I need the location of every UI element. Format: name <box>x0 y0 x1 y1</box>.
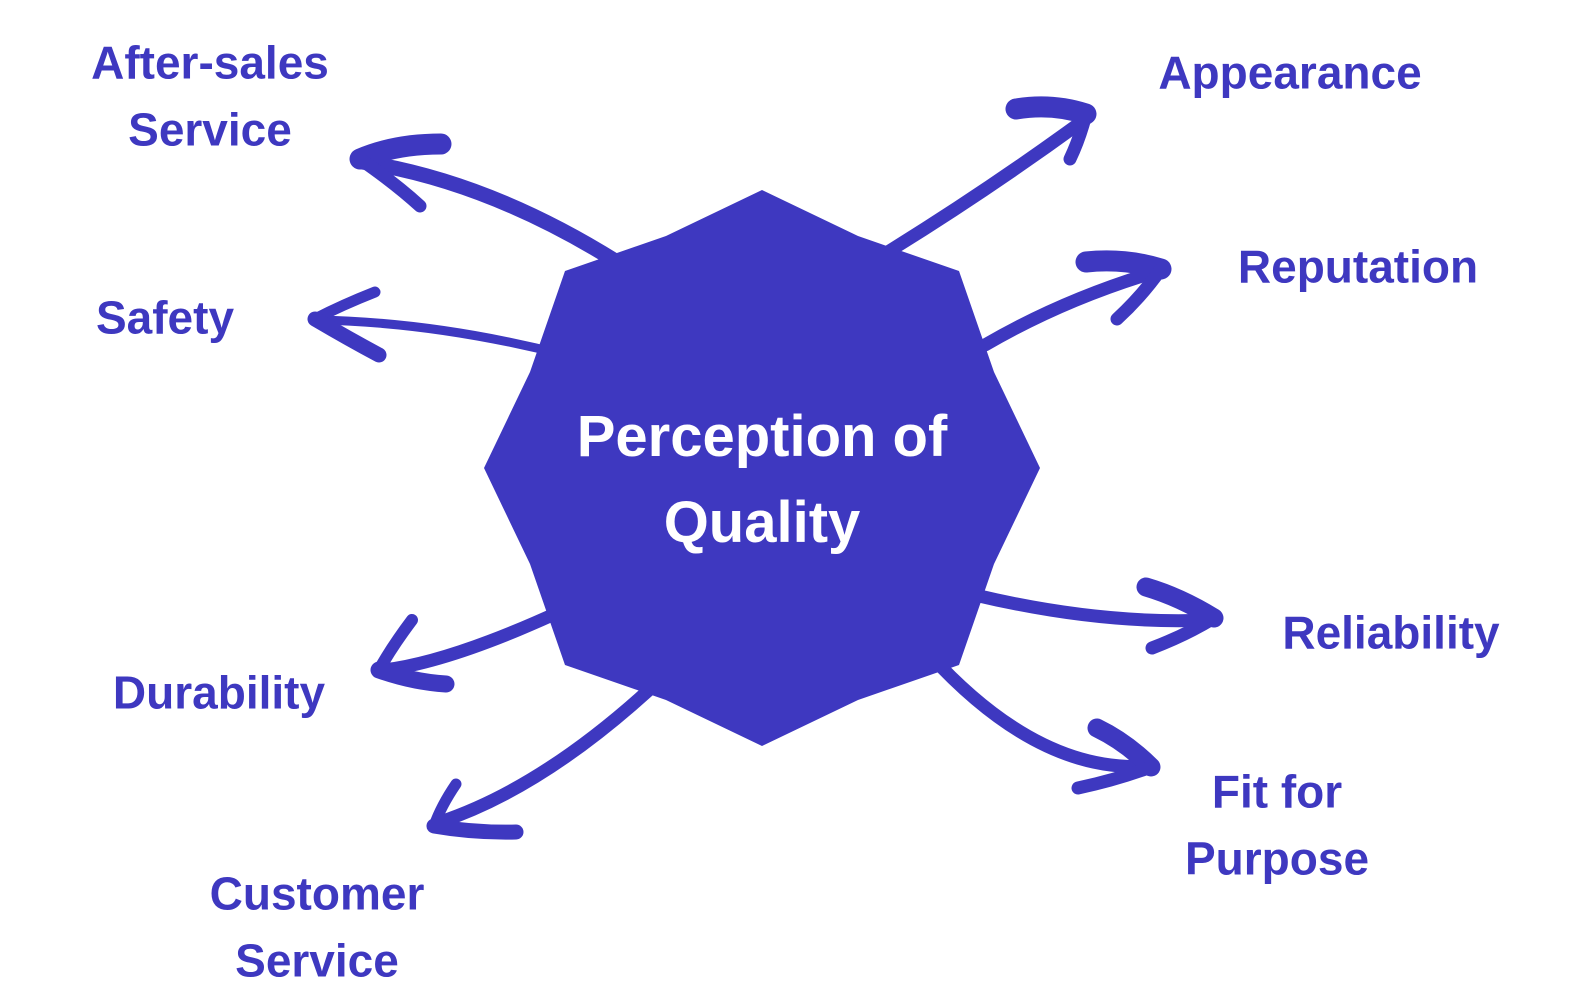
center-star-shape <box>484 190 1040 746</box>
label-fit-for-purpose: Fit for Purpose <box>1184 765 1370 884</box>
label-reputation: Reputation <box>1237 240 1479 293</box>
arrow-reputation <box>978 250 1172 352</box>
arrow-appearance <box>871 96 1097 265</box>
center-label: Perception of Quality <box>576 404 948 555</box>
arrow-customer-service <box>426 668 672 840</box>
label-safety: Safety <box>95 291 235 344</box>
arrow-reliability <box>968 577 1224 655</box>
label-after-sales-service: After-sales Service <box>91 36 329 155</box>
label-reliability: Reliability <box>1282 606 1500 659</box>
arrow-safety <box>307 286 570 363</box>
label-appearance: Appearance <box>1158 46 1422 99</box>
label-durability: Durability <box>112 666 326 719</box>
label-customer-service: Customer Service <box>209 867 425 986</box>
arrow-fit-for-purpose <box>923 648 1161 795</box>
